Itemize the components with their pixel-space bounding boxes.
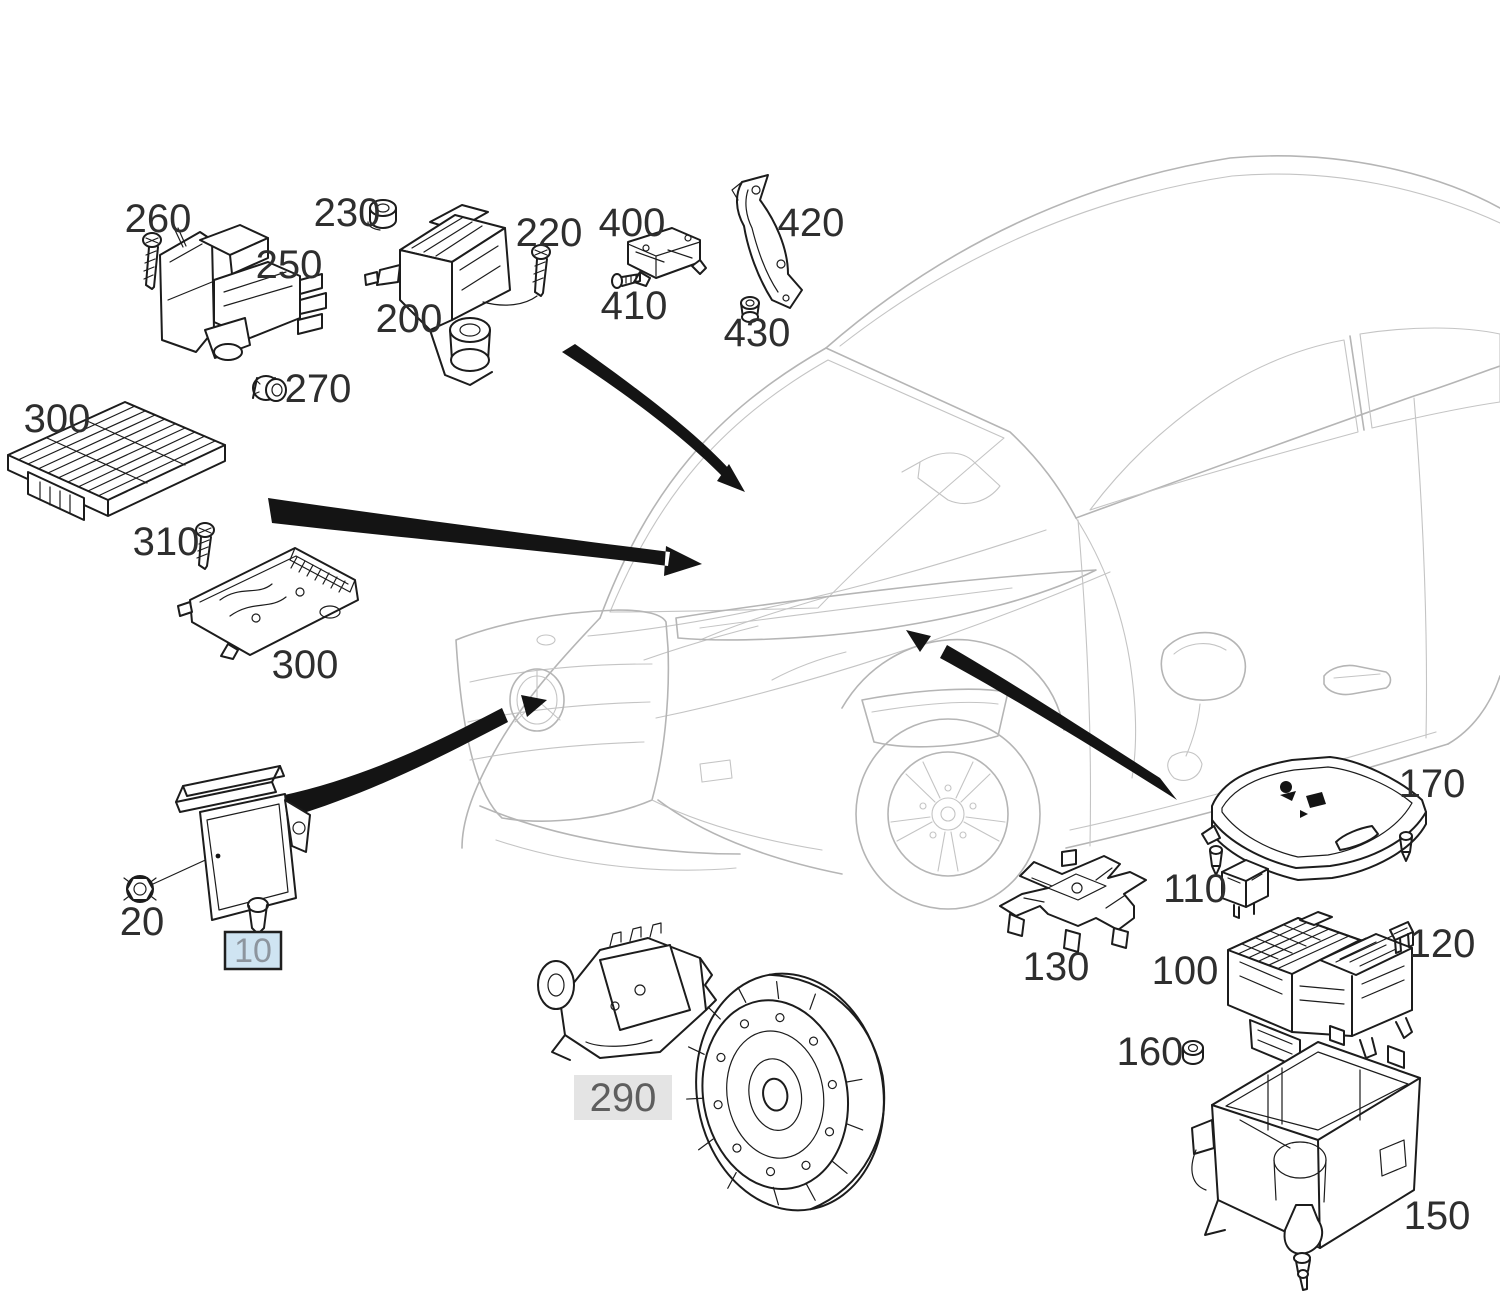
- callout-10-highlight: [223, 930, 283, 971]
- callout-220[interactable]: 220: [516, 211, 583, 255]
- part-110-relay: [1221, 859, 1269, 919]
- part-130-bracket: [999, 849, 1147, 953]
- callout-100[interactable]: 100: [1152, 949, 1219, 993]
- arrow-right-into-engine-bay: [906, 630, 1177, 800]
- callout-270[interactable]: 270: [285, 367, 352, 411]
- part-270-nut: [252, 375, 287, 402]
- callout-200[interactable]: 200: [376, 297, 443, 341]
- part-290-transmission-module: [537, 922, 717, 1061]
- arrow-top-into-engine-bay: [562, 344, 745, 492]
- part-410-screw: [611, 273, 641, 289]
- part-20-nut: [123, 875, 157, 903]
- direction-arrows: [268, 344, 1177, 818]
- callout-230[interactable]: 230: [314, 191, 381, 235]
- arrow-to-grille-star: [280, 695, 547, 818]
- callout-170[interactable]: 170: [1399, 762, 1466, 806]
- callout-150[interactable]: 150: [1404, 1194, 1471, 1238]
- callout-290[interactable]: 290: [590, 1076, 657, 1120]
- part-10-ecu: [152, 765, 311, 935]
- part-170-fusebox-cover: [1201, 756, 1427, 881]
- torque-converter: [686, 972, 886, 1212]
- door-handle: [1323, 664, 1392, 696]
- callout-310[interactable]: 310: [133, 520, 200, 564]
- callout-260[interactable]: 260: [125, 197, 192, 241]
- part-200-actuator-assembly: [364, 204, 511, 386]
- callout-300-bottom[interactable]: 300: [272, 643, 339, 687]
- callout-250[interactable]: 250: [256, 243, 323, 287]
- callout-430[interactable]: 430: [724, 311, 791, 355]
- callouts: 260 250 230 200 220 400 410 420 430 270 …: [24, 191, 1476, 1238]
- part-120-fuse: [1389, 921, 1414, 954]
- callout-130[interactable]: 130: [1023, 945, 1090, 989]
- callout-410[interactable]: 410: [601, 284, 668, 328]
- callout-120[interactable]: 120: [1409, 922, 1476, 966]
- cover-warning-icons: [1280, 781, 1326, 818]
- part-400-control-module: [627, 227, 707, 287]
- side-mirror: [1160, 631, 1247, 781]
- callout-300-top[interactable]: 300: [24, 397, 91, 441]
- part-300-ecu-finned: [7, 401, 226, 521]
- part-150-housing: [1191, 1025, 1421, 1291]
- callout-10-selected[interactable]: 10: [234, 932, 272, 970]
- part-260-screw: [142, 232, 162, 290]
- part-230-nut: [367, 199, 397, 231]
- part-310-screw: [195, 522, 215, 570]
- callout-110[interactable]: 110: [1163, 867, 1227, 911]
- part-430-grommet: [740, 296, 760, 323]
- arrow-left-into-hood: [268, 498, 702, 576]
- part-420-bracket: [731, 174, 803, 309]
- callout-420[interactable]: 420: [778, 201, 845, 245]
- callout-290-highlight: [574, 1075, 672, 1120]
- front-wheel: [855, 718, 1041, 910]
- part-220-screw: [482, 244, 551, 306]
- part-100-fusebox: [1227, 911, 1413, 1069]
- part-300-ecu-flat: [177, 547, 359, 660]
- callout-400[interactable]: 400: [599, 201, 666, 245]
- part-250-control-module-bracket: [159, 224, 327, 361]
- part-160-nut: [1182, 1040, 1204, 1065]
- callout-160[interactable]: 160: [1117, 1030, 1184, 1074]
- callout-20[interactable]: 20: [120, 900, 165, 944]
